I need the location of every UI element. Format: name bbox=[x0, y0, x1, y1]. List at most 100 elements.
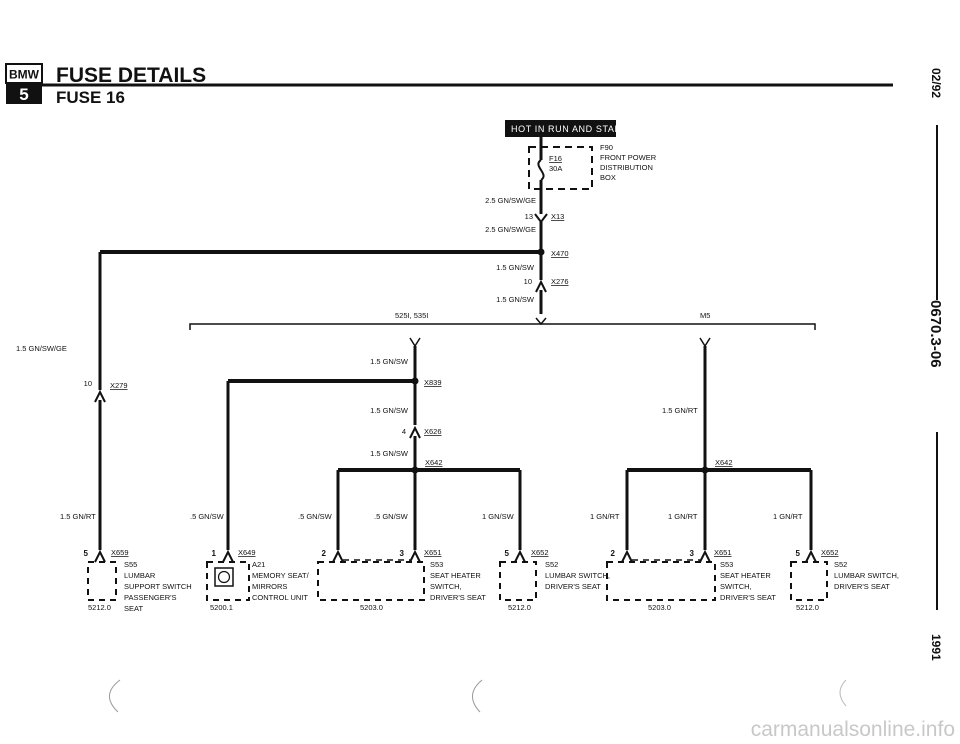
s52b-id: S52 bbox=[834, 560, 847, 569]
component-s52-right: 5 X652 S52 LUMBAR SWITCH, DRIVER'S SEAT … bbox=[790, 548, 899, 612]
page-title: FUSE DETAILS bbox=[56, 64, 206, 87]
s55-ref: 5212.0 bbox=[88, 603, 111, 612]
scan-mark-right bbox=[839, 679, 847, 707]
s55-line3: PASSENGER'S bbox=[124, 593, 177, 602]
s53b-line2: SWITCH, bbox=[720, 582, 752, 591]
x652a-pin: 5 bbox=[505, 549, 510, 558]
wire-label-w5: 1.5 GN/SW/GE bbox=[16, 344, 67, 353]
x642a-label: X642 bbox=[425, 458, 443, 467]
x652b-pin: 5 bbox=[796, 549, 801, 558]
s52a-id: S52 bbox=[545, 560, 558, 569]
x626-pin: 4 bbox=[402, 427, 406, 436]
x276-pin: 10 bbox=[524, 277, 532, 286]
scan-mark-left bbox=[109, 679, 121, 713]
logo-bottom-text: 5 bbox=[19, 85, 28, 104]
x652a-label: X652 bbox=[531, 548, 549, 557]
wire-label-w15: 1 GN/RT bbox=[590, 512, 620, 521]
component-a21: 1 X649 A21 MEMORY SEAT/ MIRRORS CONTROL … bbox=[206, 548, 310, 612]
page-subtitle: FUSE 16 bbox=[56, 88, 125, 107]
fuse-box-desc-1: FRONT POWER bbox=[600, 153, 657, 162]
wire-label-w1: 2.5 GN/SW/GE bbox=[485, 196, 536, 205]
component-s55: 5 X659 S55 LUMBAR SUPPORT SWITCH PASSENG… bbox=[84, 548, 192, 613]
bmw-logo: BMW 5 bbox=[5, 63, 43, 104]
component-s52-left: 5 X652 S52 LUMBAR SWITCH, DRIVER'S SEAT … bbox=[499, 548, 610, 612]
s55-line1: LUMBAR bbox=[124, 571, 156, 580]
logo-top-text: BMW bbox=[9, 68, 40, 82]
hot-label: HOT IN RUN AND START bbox=[511, 124, 628, 134]
x651b-label: X651 bbox=[714, 548, 732, 557]
wire-label-w2: 2.5 GN/SW/GE bbox=[485, 225, 536, 234]
scan-mark-middle bbox=[472, 679, 483, 713]
side-code: 0670.3-06 bbox=[927, 300, 944, 368]
s52a-line1: LUMBAR SWITCH, bbox=[545, 571, 610, 580]
x651b-pin2: 2 bbox=[611, 549, 616, 558]
s53a-line1: SEAT HEATER bbox=[430, 571, 481, 580]
s55-line4: SEAT bbox=[124, 604, 143, 613]
s52b-line1: LUMBAR SWITCH, bbox=[834, 571, 899, 580]
option-bar bbox=[189, 323, 816, 330]
fuse-name: F16 bbox=[549, 154, 562, 163]
wire-label-w6: 1.5 GN/RT bbox=[60, 512, 96, 521]
wire-label-w7: 1.5 GN/SW bbox=[370, 357, 409, 366]
x651a-label: X651 bbox=[424, 548, 442, 557]
fuse-box: F16 30A F90 FRONT POWER DISTRIBUTION BOX bbox=[528, 137, 657, 208]
control-unit-icon bbox=[214, 567, 234, 587]
component-s53-right: 2 3 X651 S53 SEAT HEATER SWITCH, DRIVER'… bbox=[606, 548, 776, 612]
s53b-line3: DRIVER'S SEAT bbox=[720, 593, 776, 602]
side-date: 02/92 bbox=[929, 68, 943, 98]
side-strip: 02/92 0670.3-06 1991 bbox=[927, 68, 944, 661]
x13-pin: 13 bbox=[525, 212, 533, 221]
wire-label-w8: 1.5 GN/SW bbox=[370, 406, 409, 415]
x651a-pin3: 3 bbox=[400, 549, 405, 558]
s52b-ref: 5212.0 bbox=[796, 603, 819, 612]
wire-label-w4: 1.5 GN/SW bbox=[496, 295, 535, 304]
fuse-box-desc-3: BOX bbox=[600, 173, 616, 182]
hot-in-run-start-bar bbox=[505, 120, 616, 137]
fuse-box-desc-2: DISTRIBUTION bbox=[600, 163, 653, 172]
s55-line2: SUPPORT SWITCH bbox=[124, 582, 192, 591]
x649-pin: 1 bbox=[212, 549, 217, 558]
wire-label-w9: 1.5 GN/SW bbox=[370, 449, 409, 458]
wire-label-w13: .5 GN/SW bbox=[374, 512, 409, 521]
s52a-ref: 5212.0 bbox=[508, 603, 531, 612]
wire-label-w12: .5 GN/SW bbox=[298, 512, 333, 521]
wire-label-w11: .5 GN/SW bbox=[190, 512, 225, 521]
fuse-rating: 30A bbox=[549, 164, 562, 173]
x651b-pin3: 3 bbox=[690, 549, 695, 558]
wire-label-w17: 1 GN/RT bbox=[773, 512, 803, 521]
connector-x13-symbol bbox=[534, 213, 548, 224]
s53a-ref: 5203.0 bbox=[360, 603, 383, 612]
fuse-icon bbox=[537, 159, 545, 181]
wire-label-w10: 1.5 GN/RT bbox=[662, 406, 698, 415]
x279-pin: 10 bbox=[84, 379, 92, 388]
s53a-id: S53 bbox=[430, 560, 443, 569]
s52a-line2: DRIVER'S SEAT bbox=[545, 582, 601, 591]
a21-line2: MIRRORS bbox=[252, 582, 287, 591]
s53b-line1: SEAT HEATER bbox=[720, 571, 771, 580]
x659-label: X659 bbox=[111, 548, 129, 557]
x652b-label: X652 bbox=[821, 548, 839, 557]
option-right: M5 bbox=[700, 311, 710, 320]
x839-label: X839 bbox=[424, 378, 442, 387]
s53a-line2: SWITCH, bbox=[430, 582, 462, 591]
x642b-label: X642 bbox=[715, 458, 733, 467]
x651a-pin2: 2 bbox=[322, 549, 327, 558]
s53b-id: S53 bbox=[720, 560, 733, 569]
wire-label-w14: 1 GN/SW bbox=[482, 512, 515, 521]
a21-id: A21 bbox=[252, 560, 265, 569]
x276-label: X276 bbox=[551, 277, 569, 286]
wire-label-w16: 1 GN/RT bbox=[668, 512, 698, 521]
side-year: 1991 bbox=[929, 634, 943, 661]
x13-label: X13 bbox=[551, 212, 564, 221]
x279-label: X279 bbox=[110, 381, 128, 390]
x626-label: X626 bbox=[424, 427, 442, 436]
s53a-line3: DRIVER'S SEAT bbox=[430, 593, 486, 602]
fuse-box-id: F90 bbox=[600, 143, 613, 152]
x659-pin: 5 bbox=[84, 549, 89, 558]
s55-id: S55 bbox=[124, 560, 137, 569]
x470-label: X470 bbox=[551, 249, 569, 258]
watermark: carmanualsonline.info bbox=[751, 718, 955, 741]
a21-line1: MEMORY SEAT/ bbox=[252, 571, 310, 580]
a21-ref: 5200.1 bbox=[210, 603, 233, 612]
